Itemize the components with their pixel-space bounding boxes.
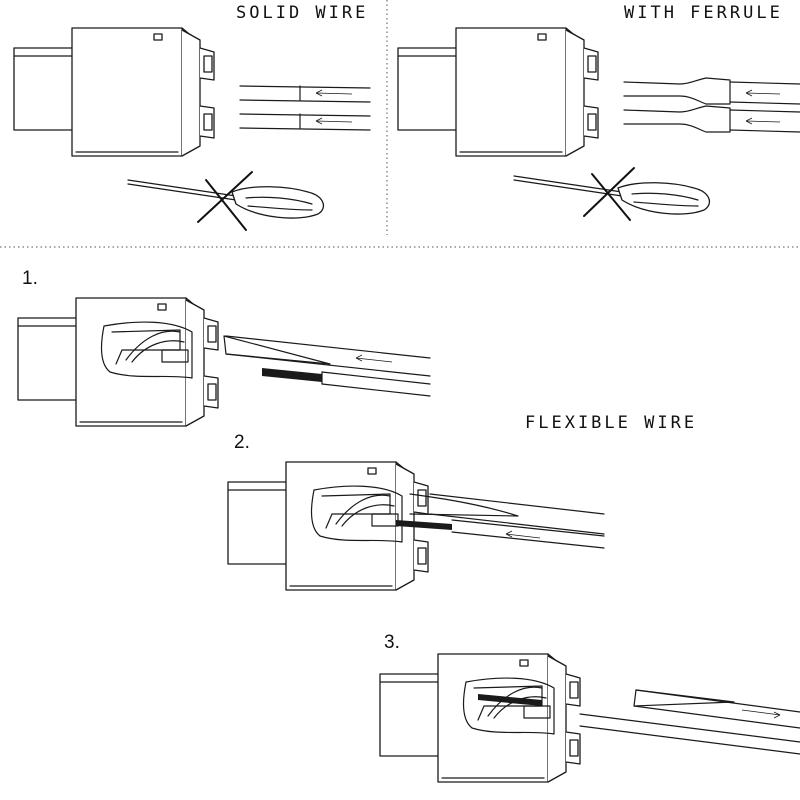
screwdriver-inserted bbox=[409, 493, 605, 535]
step-1-number: 1. bbox=[22, 268, 38, 289]
step-3-number: 3. bbox=[384, 632, 400, 653]
with-ferrule-label: WITH FERRULE bbox=[624, 3, 783, 23]
flexible-wire-label: FLEXIBLE WIRE bbox=[525, 413, 698, 433]
solid-wire-lower bbox=[239, 113, 371, 131]
ferrule-illustration bbox=[397, 27, 800, 221]
ferrule-wire-upper bbox=[623, 77, 800, 105]
cross-mark bbox=[583, 167, 635, 221]
solid-wire-label: SOLID WIRE bbox=[236, 3, 369, 23]
stranded-wire-inserted bbox=[396, 519, 605, 549]
flexible-step-1 bbox=[17, 297, 431, 427]
cross-mark bbox=[197, 171, 253, 231]
stranded-wire bbox=[262, 368, 431, 397]
flexible-step-3 bbox=[379, 653, 800, 783]
wire-exiting bbox=[579, 713, 800, 755]
solid-wire-illustration bbox=[13, 27, 371, 231]
ferrule-wire-lower bbox=[623, 105, 800, 133]
screwdriver-withdrawn bbox=[633, 689, 800, 729]
flexible-step-2 bbox=[227, 461, 605, 591]
screwdriver-blade bbox=[223, 335, 431, 377]
solid-wire-upper bbox=[239, 85, 371, 103]
step-2-number: 2. bbox=[234, 432, 250, 453]
clamped-wire bbox=[478, 694, 542, 706]
